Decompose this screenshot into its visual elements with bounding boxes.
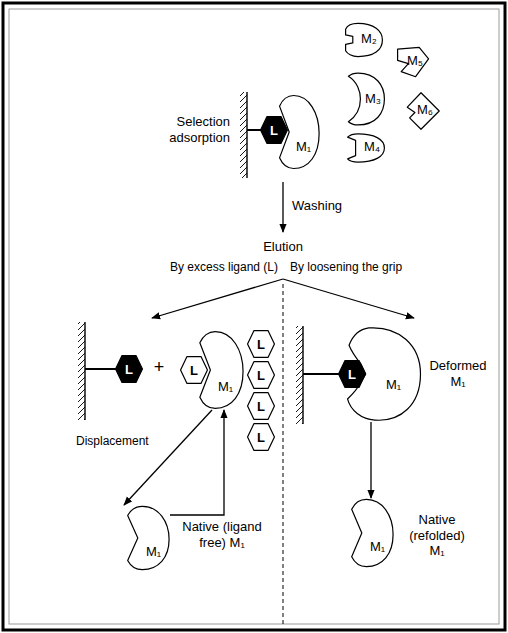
branch-label: By loosening the grip <box>290 260 426 274</box>
molecule-label: M₁ <box>296 140 311 154</box>
hexagon-path <box>248 331 275 358</box>
protein-path <box>200 332 243 409</box>
protein-path <box>346 23 383 56</box>
step-label: Elution <box>243 239 323 255</box>
ligand-label: L <box>190 364 198 377</box>
hexagon-path <box>261 117 288 144</box>
protein-path <box>280 96 320 169</box>
molecule-label: M₄ <box>364 140 380 154</box>
molecule-label: M₆ <box>417 103 433 117</box>
ligand-hexagon: L <box>247 330 275 358</box>
molecule-label: M₁ <box>218 380 233 394</box>
protein-shape: M₁Native (ligand free) M₁ <box>124 505 170 571</box>
molecule-label: M₁ <box>370 540 385 554</box>
protein-path <box>348 134 385 162</box>
flow-arrow <box>282 182 283 232</box>
ligand-hexagon: L <box>247 423 275 451</box>
branch-label: By excess ligand (L) <box>146 260 278 274</box>
plus-sign: + <box>151 357 167 379</box>
hexagon-path <box>248 362 275 389</box>
hexagon-path <box>339 361 366 388</box>
protein-path <box>352 499 393 566</box>
ligand-bond <box>303 373 339 375</box>
molecule-label: M₁ <box>146 545 161 559</box>
ligand-label: L <box>257 369 265 382</box>
protein-path <box>348 328 421 420</box>
molecule-label: M₅ <box>407 54 423 68</box>
wall-hatch <box>240 92 247 178</box>
hexagon-path <box>248 393 275 420</box>
state-label: Native (ligand free) M₁ <box>182 519 262 550</box>
protein-path <box>128 506 169 569</box>
connector-arrow <box>170 410 224 515</box>
ligand-hexagon: L <box>180 356 208 384</box>
state-label: Deformed M₁ <box>428 358 488 389</box>
protein-shape: M₄ <box>346 132 386 164</box>
ligand-hexagon: L <box>247 392 275 420</box>
protein-shape: M₆ <box>402 92 440 130</box>
ligand-label: L <box>257 338 265 351</box>
protein-path <box>407 93 439 129</box>
wall-hatch <box>296 326 303 424</box>
ligand-label: L <box>257 431 265 444</box>
divider-line <box>283 284 284 624</box>
ligand-hexagon: L <box>115 355 143 383</box>
ligand-hexagon: L <box>338 360 366 388</box>
protein-shape: M₃ <box>346 72 386 126</box>
inner-frame <box>9 9 499 624</box>
ligand-label: L <box>270 124 278 137</box>
protein-path <box>348 73 384 125</box>
protein-shape: M₁Native (refolded) M₁ <box>348 498 394 568</box>
flow-arrow <box>283 279 414 318</box>
hexagon-path <box>116 356 143 383</box>
flow-arrow <box>152 279 283 318</box>
ligand-hexagon: L <box>260 116 288 144</box>
column-wall <box>246 92 247 178</box>
protein-outline <box>124 505 170 571</box>
connector-arrow <box>124 410 212 505</box>
protein-path <box>398 47 429 76</box>
protein-shape: M₅ <box>394 46 430 78</box>
ligand-bond <box>247 129 261 131</box>
hexagon-path <box>181 357 208 384</box>
ligand-bond <box>85 368 116 370</box>
connector-arrow <box>370 422 371 498</box>
ligand-label: L <box>125 363 133 376</box>
outer-frame <box>3 3 505 630</box>
hexagon-path <box>248 424 275 451</box>
molecule-label: M₁ <box>386 378 401 392</box>
wall-hatch <box>78 322 85 420</box>
protein-shape: M₂ <box>344 22 384 58</box>
ligand-label: L <box>348 368 356 381</box>
ligand-label: L <box>257 400 265 413</box>
state-label: Native (refolded) M₁ <box>404 512 470 559</box>
molecule-label: M₂ <box>361 32 377 46</box>
protein-outline <box>348 498 394 568</box>
edge-label: Displacement <box>76 434 149 448</box>
step-label: Selection adsorption <box>150 114 230 145</box>
column-wall <box>84 322 85 420</box>
ligand-hexagon: L <box>247 361 275 389</box>
molecule-label: M₃ <box>365 92 381 106</box>
step-label: Washing <box>292 198 372 214</box>
